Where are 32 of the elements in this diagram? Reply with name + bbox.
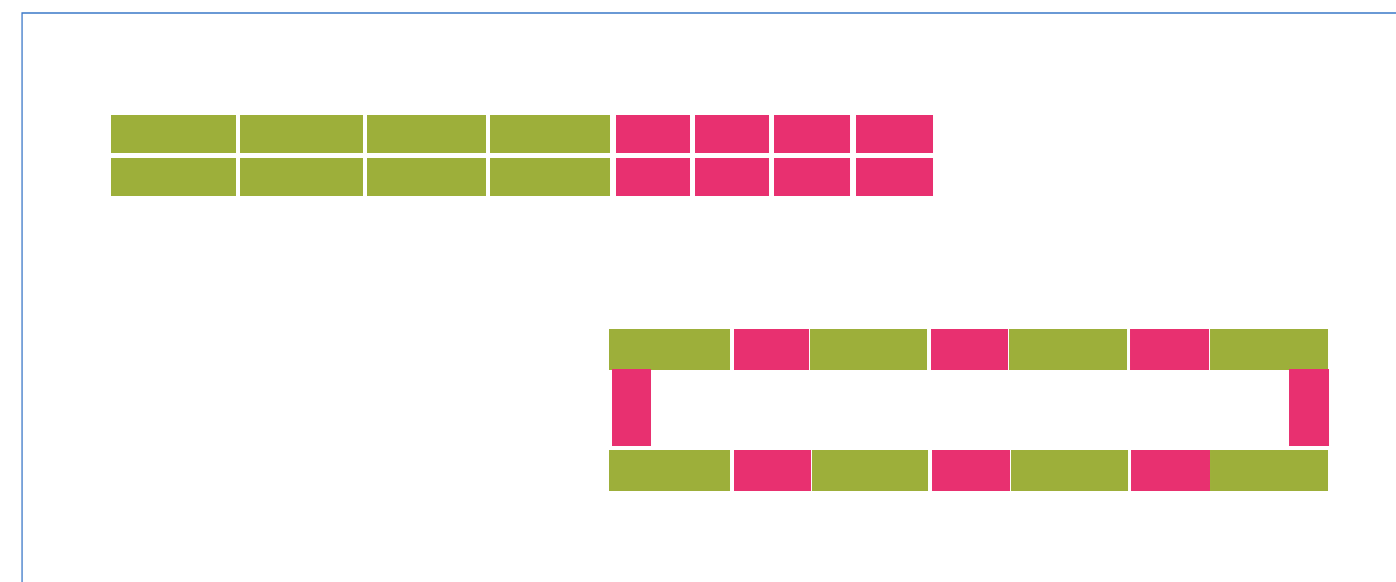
tile (367, 158, 486, 196)
tile (774, 115, 850, 153)
tile (774, 158, 850, 196)
tile (856, 158, 933, 196)
tile (1210, 329, 1328, 370)
tile (810, 329, 927, 370)
tile (1130, 329, 1209, 370)
tile (1011, 450, 1128, 491)
tile (1131, 450, 1210, 491)
tile (490, 115, 610, 153)
tile (612, 369, 651, 446)
tile (931, 329, 1008, 370)
tile (490, 158, 610, 196)
tile (111, 158, 236, 196)
tile (812, 450, 928, 491)
tile (616, 115, 690, 153)
tile (1210, 450, 1328, 491)
tile (609, 450, 730, 491)
tile (367, 115, 486, 153)
tile (932, 450, 1010, 491)
tile (240, 115, 363, 153)
tile (1009, 329, 1127, 370)
tile (734, 329, 809, 370)
tile (856, 115, 933, 153)
tile (240, 158, 363, 196)
tile (609, 329, 730, 370)
tile (734, 450, 811, 491)
tile (111, 115, 236, 153)
tile (695, 158, 769, 196)
tile (616, 158, 690, 196)
tile (1289, 369, 1329, 446)
tile (695, 115, 769, 153)
